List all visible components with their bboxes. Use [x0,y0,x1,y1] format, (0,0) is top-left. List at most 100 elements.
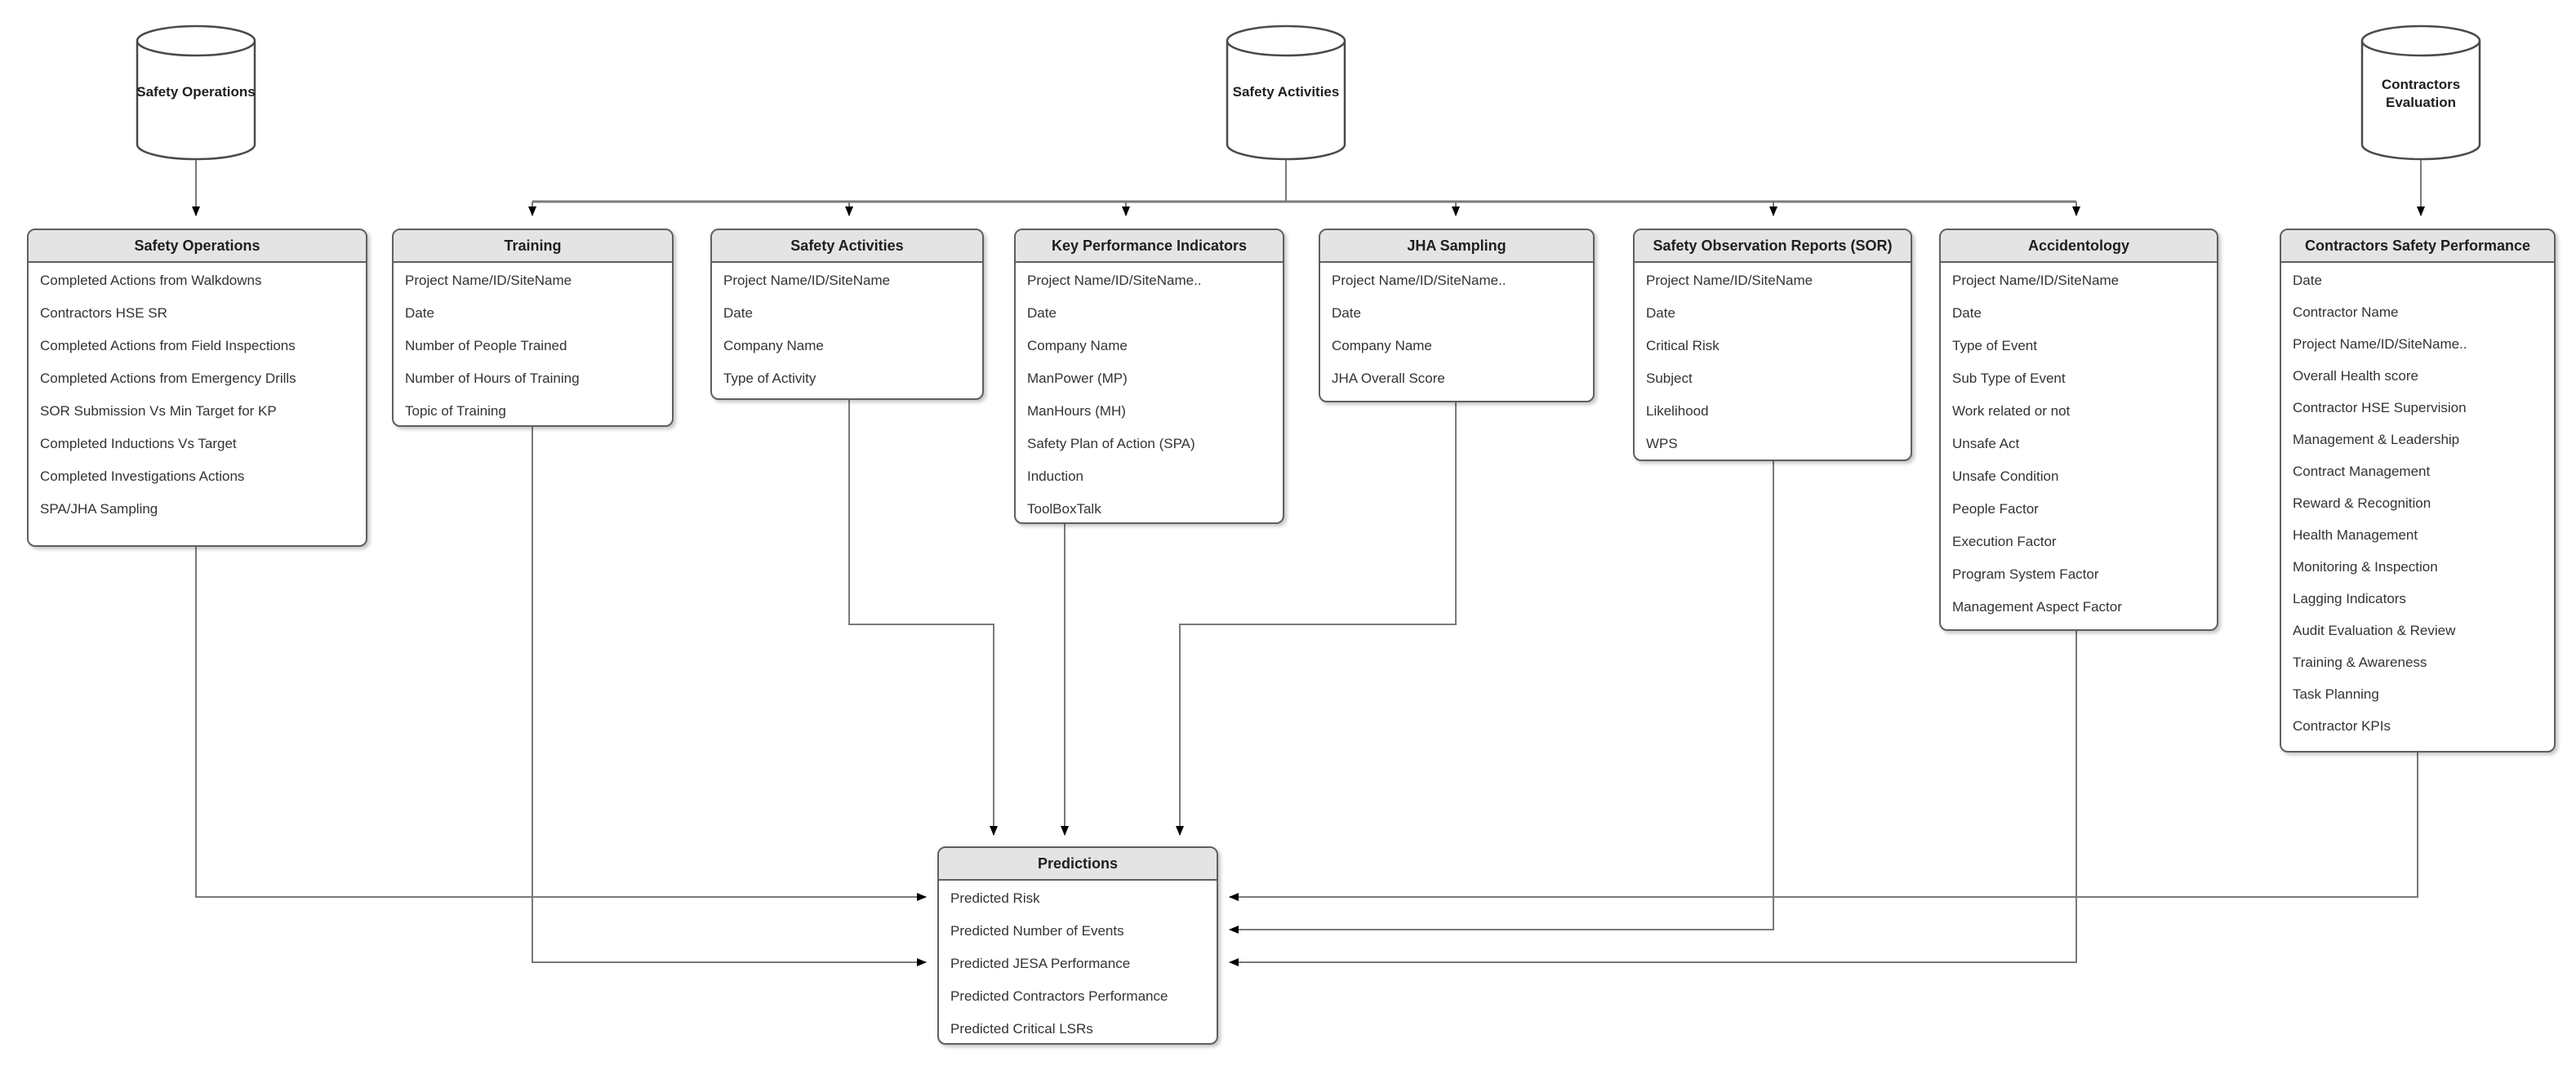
connector-training-to-predictions [532,427,927,966]
datastore-label-contractors-evaluation: Contractors Evaluation [2381,77,2461,110]
entity-title-safety-activities: Safety Activities [712,230,982,263]
entity-field: Predicted Risk [950,890,1040,906]
entity-field: Audit Evaluation & Review [2293,623,2456,638]
database-cylinder-safety-operations [136,24,256,161]
entity-field: Type of Activity [723,371,816,386]
entity-jha-sampling: JHA Sampling Project Name/ID/SiteName.. D… [1319,229,1595,402]
entity-field: SOR Submission Vs Min Target for KP [40,403,277,419]
entity-field: Completed Actions from Emergency Drills [40,371,296,386]
connector-safetyactivities-to-predictions [848,400,998,836]
connector-accidentology-to-predictions [1229,631,2077,966]
entity-title-safety-observation-reports: Safety Observation Reports (SOR) [1635,230,1911,263]
entity-field: Type of Event [1952,338,2037,353]
connector-safetyops-to-predictions [195,547,927,901]
entity-field: Management Aspect Factor [1952,599,2122,615]
entity-field: Unsafe Act [1952,436,2020,451]
datastore-label-safety-activities: Safety Activities [1232,84,1340,100]
entity-field: Project Name/ID/SiteName [723,273,891,288]
entity-field: Monitoring & Inspection [2293,559,2438,575]
entity-field: WPS [1646,436,1678,451]
entity-title-contractors-safety-performance: Contractors Safety Performance [2281,230,2554,263]
entity-safety-activities: Safety Activities Project Name/ID/SiteNa… [710,229,984,400]
entity-field: Company Name [1027,338,1128,353]
entity-field: Training & Awareness [2293,655,2427,670]
entity-field: Topic of Training [405,403,506,419]
entity-field: Sub Type of Event [1952,371,2066,386]
entity-field: Date [2293,273,2322,288]
entity-key-performance-indicators: Key Performance Indicators Project Name/… [1014,229,1284,524]
entity-field: Contractor KPIs [2293,718,2391,734]
entity-field: SPA/JHA Sampling [40,501,158,517]
entity-field: Number of People Trained [405,338,567,353]
entity-field: Predicted JESA Performance [950,956,1131,971]
entity-field: JHA Overall Score [1332,371,1445,386]
entity-field: Project Name/ID/SiteName [1646,273,1813,288]
entity-field: ManHours (MH) [1027,403,1126,419]
entity-field: Project Name/ID/SiteName.. [1027,273,1202,288]
entity-field: ManPower (MP) [1027,371,1128,386]
entity-field: Company Name [723,338,824,353]
entity-field: Health Management [2293,527,2418,543]
entity-field: Overall Health score [2293,368,2419,384]
entity-field: Project Name/ID/SiteName.. [2293,336,2467,352]
entity-field: Contractor HSE Supervision [2293,400,2467,415]
entity-field: Completed Inductions Vs Target [40,436,237,451]
entity-title-accidentology: Accidentology [1941,230,2217,263]
entity-title-training: Training [394,230,672,263]
entity-title-jha-sampling: JHA Sampling [1320,230,1593,263]
entity-field: Program System Factor [1952,566,2099,582]
entity-safety-observation-reports: Safety Observation Reports (SOR) Project… [1633,229,1912,461]
entity-field: Date [1332,305,1361,321]
connector-sor-to-predictions [1229,461,1774,934]
entity-field: Reward & Recognition [2293,495,2431,511]
entity-field: Task Planning [2293,686,2379,702]
entity-field: Contractors HSE SR [40,305,167,321]
entity-field: Lagging Indicators [2293,591,2406,606]
entity-field: Date [1646,305,1675,321]
entity-field: Project Name/ID/SiteName.. [1332,273,1506,288]
entity-field: Unsafe Condition [1952,468,2059,484]
entity-field: Management & Leadership [2293,432,2460,447]
entity-field: Date [1952,305,1982,321]
entity-field: Work related or not [1952,403,2071,419]
entity-field: Predicted Critical LSRs [950,1021,1093,1037]
entity-field: Date [405,305,434,321]
entity-field: Critical Risk [1646,338,1720,353]
entity-field: Number of Hours of Training [405,371,580,386]
connector-contractors-to-predictions [1229,753,2418,901]
entity-title-safety-operations: Safety Operations [29,230,366,263]
entity-field: Contract Management [2293,464,2431,479]
entity-field: Predicted Number of Events [950,923,1124,939]
database-cylinder-safety-activities [1226,24,1346,161]
entity-field: Predicted Contractors Performance [950,988,1168,1004]
entity-field: Likelihood [1646,403,1709,419]
entity-field: Subject [1646,371,1693,386]
entity-field: Induction [1027,468,1083,484]
entity-field: ToolBoxTalk [1027,501,1101,517]
entity-field: Completed Actions from Field Inspections [40,338,296,353]
entity-field: Project Name/ID/SiteName [1952,273,2120,288]
entity-field: Company Name [1332,338,1432,353]
entity-field: Completed Actions from Walkdowns [40,273,262,288]
entity-field: Date [1027,305,1057,321]
entity-field: Project Name/ID/SiteName [405,273,572,288]
database-cylinder-contractors-evaluation [2360,24,2481,161]
connector-jha-to-predictions [1176,402,1457,836]
entity-field: Safety Plan of Action (SPA) [1027,436,1195,451]
entity-field: Completed Investigations Actions [40,468,245,484]
